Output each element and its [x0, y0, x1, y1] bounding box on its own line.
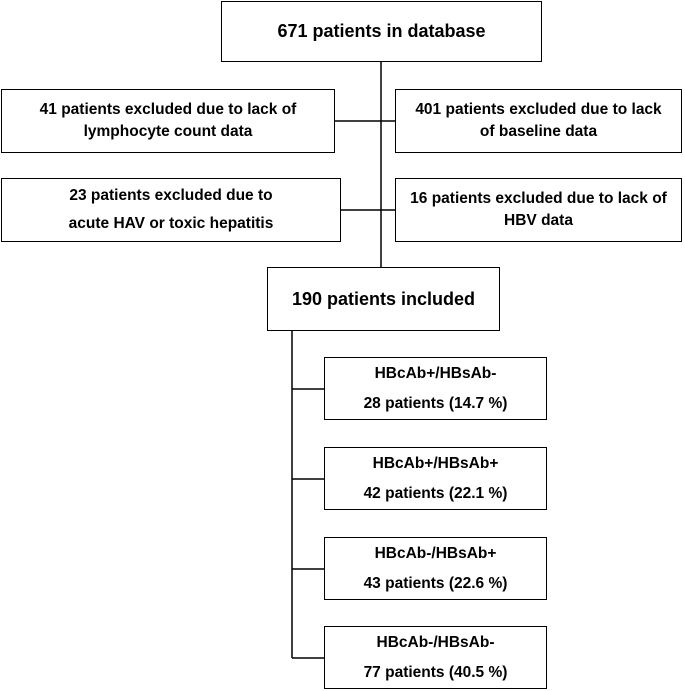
- included-box: 190 patients included: [267, 267, 500, 331]
- exclusion-baseline-line2: of baseline data: [479, 123, 598, 140]
- group-box-4: HBcAb-/HBsAb- 77 patients (40.5 %): [324, 626, 547, 689]
- group-count: 77 patients (40.5 %): [363, 663, 508, 681]
- exclusion-hbv-box: 16 patients excluded due to lack of HBV …: [395, 178, 682, 242]
- exclusion-lymphocyte-line2: lymphocyte count data: [83, 123, 253, 140]
- exclusion-hbv-line1: 16 patients excluded due to lack of: [410, 190, 667, 207]
- exclusion-hbv-line2: HBV data: [504, 212, 573, 229]
- group-serology: HBcAb+/HBsAb+: [372, 454, 499, 472]
- exclusion-hepatitis-box: 23 patients excluded due to acute HAV or…: [1, 178, 341, 242]
- group-serology: HBcAb-/HBsAb+: [374, 544, 497, 562]
- included-label: 190 patients included: [291, 288, 476, 309]
- exclusion-baseline-line1: 401 patients excluded due to lack: [415, 101, 662, 118]
- group-box-3: HBcAb-/HBsAb+ 43 patients (22.6 %): [324, 537, 547, 600]
- exclusion-hepatitis-line1: 23 patients excluded due to: [69, 187, 273, 204]
- group-serology: HBcAb+/HBsAb-: [374, 364, 497, 382]
- database-box: 671 patients in database: [221, 1, 542, 62]
- exclusion-lymphocyte-line1: 41 patients excluded due to lack of: [39, 101, 297, 118]
- exclusion-baseline-box: 401 patients excluded due to lack of bas…: [395, 89, 682, 153]
- exclusion-lymphocyte-box: 41 patients excluded due to lack of lymp…: [1, 89, 335, 153]
- database-label: 671 patients in database: [277, 21, 486, 41]
- exclusion-hepatitis-line2: acute HAV or toxic hepatitis: [68, 215, 274, 232]
- group-count: 43 patients (22.6 %): [363, 574, 508, 592]
- group-count: 28 patients (14.7 %): [363, 394, 508, 412]
- group-box-1: HBcAb+/HBsAb- 28 patients (14.7 %): [324, 357, 547, 420]
- group-count: 42 patients (22.1 %): [363, 484, 508, 502]
- group-box-2: HBcAb+/HBsAb+ 42 patients (22.1 %): [324, 447, 547, 510]
- group-serology: HBcAb-/HBsAb-: [376, 633, 495, 651]
